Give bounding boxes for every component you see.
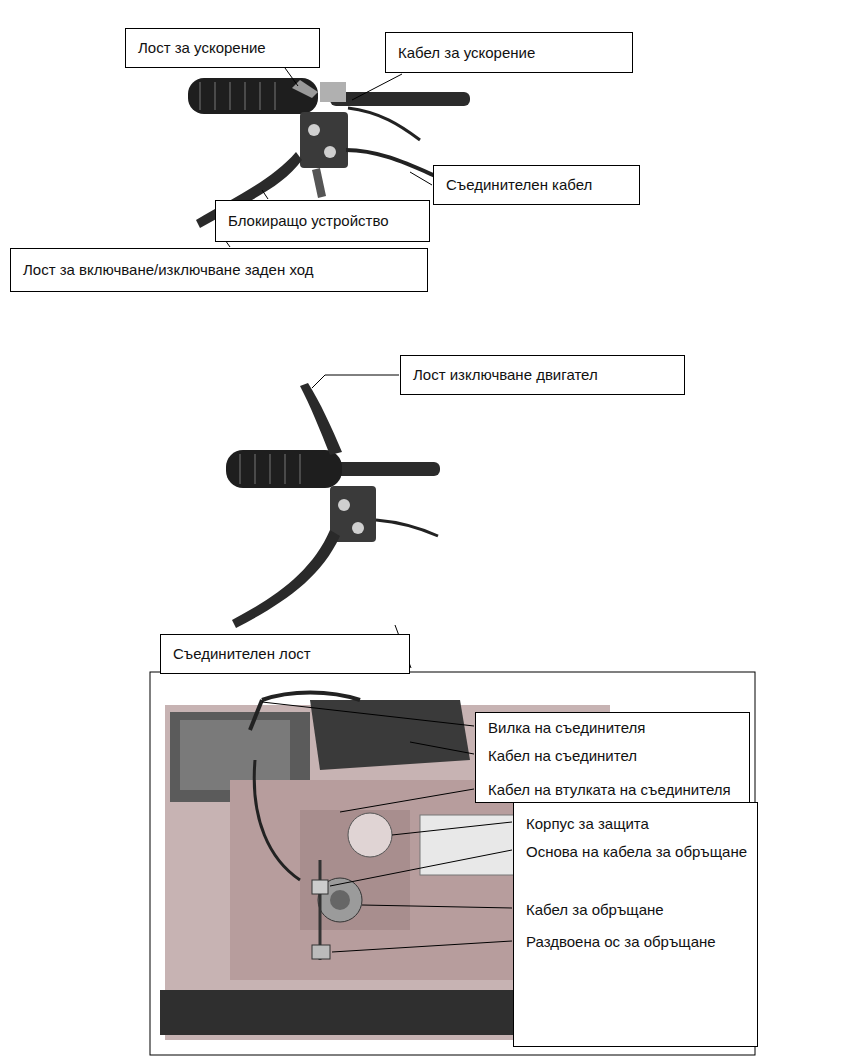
part-label: Лост изключване двигател xyxy=(413,366,598,384)
part-label: Съединителен лост xyxy=(173,645,311,663)
part-label: Блокиращо устройство xyxy=(228,212,389,230)
label-box: Блокиращо устройство xyxy=(215,200,430,242)
part-label: Основа на кабела за обръщане xyxy=(526,843,747,861)
label-box: Лост за включване/изключване заден ход xyxy=(10,248,428,292)
label-box: Лост за ускорение xyxy=(125,28,320,68)
part-label: Кабел за ускорение xyxy=(398,44,535,62)
label-box: Съединителен лост xyxy=(160,634,410,674)
part-label: Лост за включване/изключване заден ход xyxy=(23,261,314,279)
part-label: Вилка на съединителя xyxy=(488,719,645,737)
label-box: Лост изключване двигател xyxy=(400,355,685,395)
handle-photo-middle xyxy=(226,383,440,628)
part-label: Кабел на втулката на съединителя xyxy=(488,781,731,799)
part-label: Лост за ускорение xyxy=(138,39,266,57)
part-label: Корпус за защита xyxy=(526,815,649,833)
part-label: Съединителен кабел xyxy=(446,176,592,194)
part-label: Кабел на съединител xyxy=(488,747,637,765)
label-box: Корпус за защитаОснова на кабела за обръ… xyxy=(513,802,758,1047)
label-box: Съединителен кабел xyxy=(433,165,640,205)
label-box: Вилка на съединителяКабел на съединителК… xyxy=(475,712,750,803)
label-box: Кабел за ускорение xyxy=(385,32,633,73)
part-label: Кабел за обръщане xyxy=(526,901,664,919)
part-label: Раздвоена ос за обръщане xyxy=(526,933,716,951)
